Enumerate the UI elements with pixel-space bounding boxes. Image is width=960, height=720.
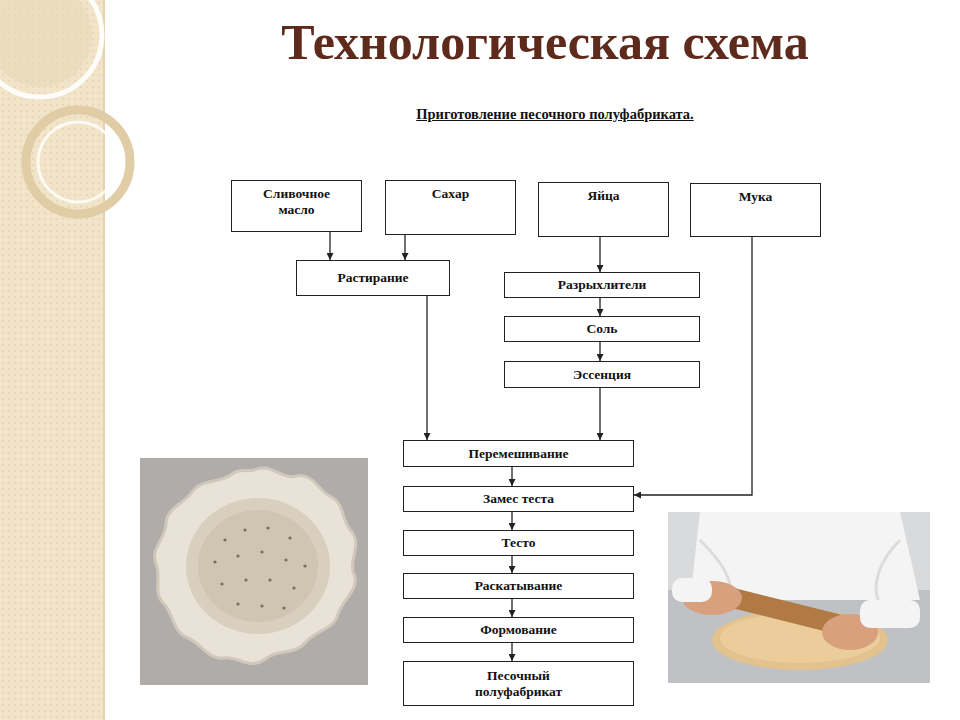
process-box: Раскатывание [403, 573, 634, 599]
box-text: Растирание [337, 270, 408, 286]
flow-arrow [599, 342, 600, 361]
box-text: Эссенция [573, 367, 631, 383]
flow-arrow [404, 235, 405, 260]
box-text: Раскатывание [475, 578, 563, 594]
box-text: Яйца [587, 188, 619, 204]
flow-arrow [599, 237, 600, 272]
flow-arrow [511, 599, 512, 617]
process-box: Разрыхлители [504, 272, 700, 298]
flow-arrow [426, 296, 427, 440]
strip-border [103, 0, 105, 720]
box-text: Замес теста [483, 491, 554, 507]
process-box: Тесто [403, 530, 634, 556]
process-box: Яйца [538, 182, 669, 237]
process-box: Формование [403, 617, 634, 643]
process-box: Мука [690, 183, 821, 237]
flow-arrow [599, 298, 600, 316]
box-text: Сахар [432, 186, 469, 202]
process-box: Замес теста [403, 486, 634, 512]
process-box: Песочный полуфабрикат [403, 661, 634, 706]
box-text: Сливочное масло [254, 186, 340, 218]
process-box: Сливочное масло [231, 180, 362, 232]
flow-arrow [511, 512, 512, 530]
process-box: Эссенция [504, 361, 700, 388]
tart-photo [140, 458, 368, 685]
slide-title: Технологическая схема [195, 12, 895, 72]
deco-ring [0, 0, 102, 97]
flow-arrow [329, 232, 330, 260]
box-text: Песочный полуфабрикат [464, 668, 574, 700]
process-box: Сахар [385, 180, 516, 235]
deco-ring [38, 122, 118, 202]
rolling-photo [668, 512, 930, 683]
flow-arrow [511, 467, 512, 486]
process-box: Соль [504, 316, 700, 342]
box-text: Тесто [502, 535, 536, 551]
process-box: Перемешивание [403, 440, 634, 467]
flow-arrow [511, 643, 512, 661]
process-box: Растирание [296, 260, 450, 296]
deco-disc [0, 0, 92, 87]
deco-ring [26, 110, 130, 214]
box-text: Перемешивание [469, 446, 569, 462]
box-text: Соль [586, 321, 617, 337]
diagram-subtitle: Приготовление песочного полуфабриката. [335, 106, 775, 123]
flow-arrow [599, 388, 600, 440]
box-text: Формование [480, 622, 557, 638]
box-text: Разрыхлители [558, 277, 647, 293]
box-text: Мука [739, 189, 773, 205]
flow-arrow [511, 556, 512, 573]
